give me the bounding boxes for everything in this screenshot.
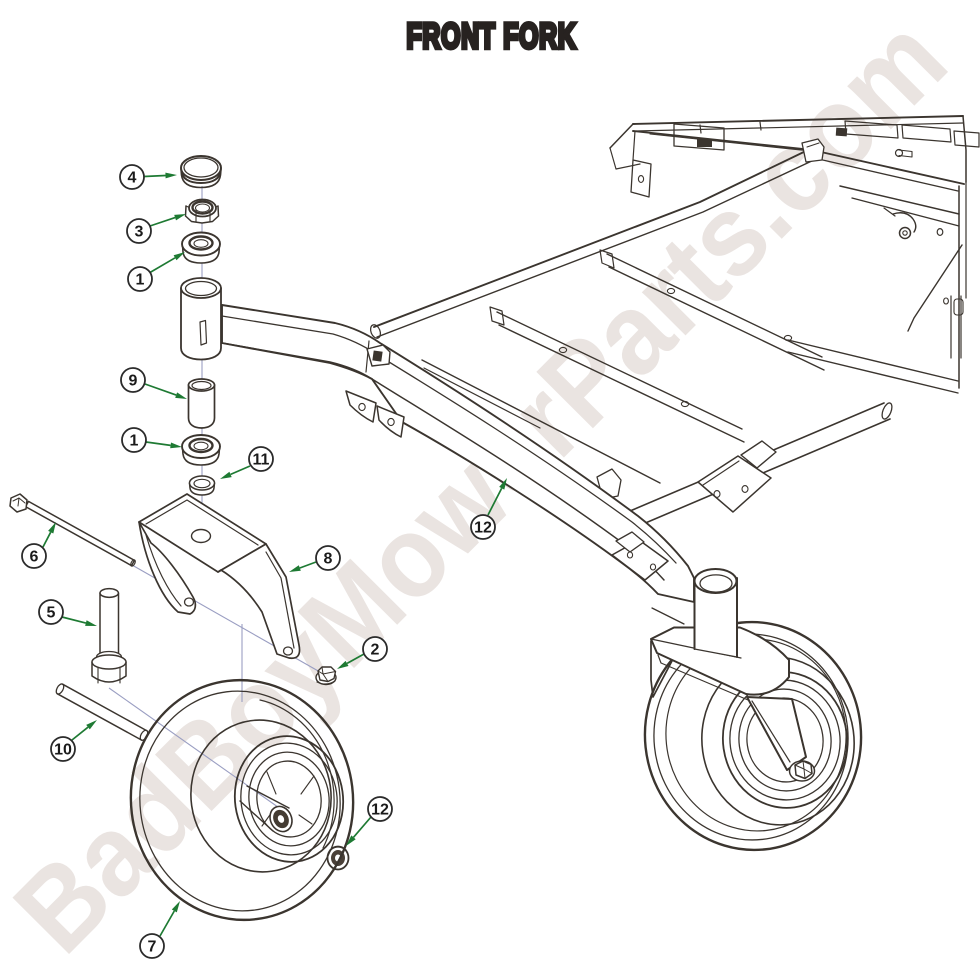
svg-text:6: 6 — [30, 549, 39, 566]
svg-text:11: 11 — [253, 452, 270, 469]
svg-text:9: 9 — [129, 373, 138, 390]
svg-text:2: 2 — [371, 642, 380, 659]
svg-text:8: 8 — [324, 551, 333, 568]
svg-text:7: 7 — [148, 939, 157, 956]
svg-text:12: 12 — [371, 802, 389, 819]
svg-text:3: 3 — [135, 224, 144, 241]
svg-text:1: 1 — [136, 272, 145, 289]
svg-text:1: 1 — [130, 433, 139, 450]
svg-text:5: 5 — [47, 605, 56, 622]
svg-text:4: 4 — [128, 170, 137, 187]
svg-text:12: 12 — [474, 520, 492, 537]
svg-text:FRONT FORK: FRONT FORK — [407, 18, 577, 56]
svg-text:10: 10 — [54, 742, 72, 759]
